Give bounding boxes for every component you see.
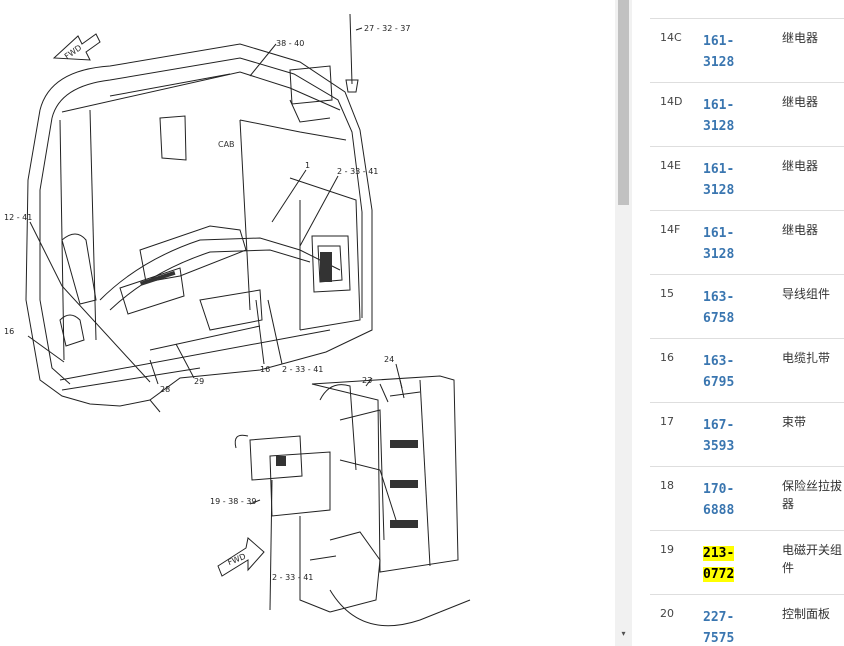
part-description: 控制面板 [782, 607, 831, 621]
fwd-label-bottom: FWD [226, 552, 247, 567]
parts-row: 20 227- 7575 控制面板 [650, 594, 844, 646]
parts-row: 14F 161- 3128 继电器 [650, 210, 844, 275]
part-ref: 14C [660, 31, 682, 44]
parts-row: 18 170- 6888 保险丝拉拔器 [650, 466, 844, 531]
part-ref: 17 [660, 415, 674, 428]
part-number-line: 3128 [703, 119, 735, 134]
callout-1: 1 [305, 161, 310, 170]
exploded-diagram: FWD FWD CAB 27 - 32 - 37 38 - 40 1 2 - 3… [4, 13, 471, 627]
part-number-link[interactable]: 170- 6888 [703, 479, 739, 521]
scrollbar-thumb[interactable] [618, 0, 629, 205]
part-number-line: 213- [703, 546, 735, 561]
parts-list: 14C 161- 3128 继电器 14D 161- 3128 继电器 14E 161- 3128 继… [632, 0, 844, 646]
part-ref: 14F [660, 223, 681, 236]
part-number-link[interactable]: 161- 3128 [703, 223, 739, 265]
part-number-line: 163- [703, 290, 735, 305]
part-number-line: 6888 [703, 503, 735, 518]
part-number-link[interactable]: 163- 6758 [703, 287, 739, 329]
part-number-line: 170- [703, 482, 735, 497]
part-number-line: 161- [703, 98, 735, 113]
part-number-link[interactable]: 227- 7575 [703, 607, 739, 646]
fwd-arrow-bottom-icon [217, 537, 265, 577]
part-description: 继电器 [782, 159, 819, 173]
callout-28: 28 [160, 385, 170, 394]
callout-12-41: 12 - 41 [4, 213, 32, 222]
callout-2-33-41-bottom: 2 - 33 - 41 [272, 573, 313, 582]
part-number-line: 6795 [703, 375, 735, 390]
part-description: 导线组件 [782, 287, 831, 301]
part-number-line: 161- [703, 226, 735, 241]
part-ref: 15 [660, 287, 674, 300]
part-description: 电磁开关组件 [782, 543, 843, 575]
part-number-line: 167- [703, 418, 735, 433]
part-number-line: 227- [703, 610, 735, 625]
parts-row: 14D 161- 3128 继电器 [650, 82, 844, 147]
part-number-line: 3128 [703, 55, 735, 70]
antenna [349, 13, 353, 85]
part-number-link[interactable]: 163- 6795 [703, 351, 739, 393]
part-number-link[interactable]: 161- 3128 [703, 95, 739, 137]
cab-label: CAB [218, 140, 235, 149]
callout-29: 29 [194, 377, 204, 386]
parts-row: 17 167- 3593 束带 [650, 402, 844, 467]
callout-27-32-37: 27 - 32 - 37 [364, 24, 410, 33]
part-ref: 20 [660, 607, 674, 620]
part-number-link-highlighted[interactable]: 213- 0772 [703, 543, 739, 585]
parts-row: 15 163- 6758 导线组件 [650, 274, 844, 339]
solenoid-relay [249, 435, 303, 481]
part-number-line: 3128 [703, 183, 735, 198]
part-ref: 14E [660, 159, 681, 172]
fwd-label-top: FWD [63, 43, 83, 61]
part-description: 继电器 [782, 95, 819, 109]
diagram-drawing: FWD FWD CAB 27 - 32 - 37 38 - 40 1 2 - 3… [4, 13, 471, 627]
part-description: 继电器 [782, 223, 819, 237]
callout-19-38-39: 19 - 38 - 39 [210, 497, 256, 506]
callout-23: 23 [362, 376, 372, 385]
part-number-line: 7575 [703, 631, 735, 646]
parts-row: 16 163- 6795 电缆扎带 [650, 338, 844, 403]
part-description: 电缆扎带 [782, 351, 831, 365]
part-ref: 14D [660, 95, 683, 108]
part-number-link[interactable]: 161- 3128 [703, 31, 739, 73]
part-description: 继电器 [782, 31, 819, 45]
callout-16-left: 16 [4, 327, 14, 336]
parts-row: 14E 161- 3128 继电器 [650, 146, 844, 211]
callout-16-mid: 16 [260, 365, 270, 374]
fwd-arrow-top-icon [52, 33, 101, 61]
callout-2-33-41-mid: 2 - 33 - 41 [282, 365, 323, 374]
scrollbar[interactable]: ▾ [615, 0, 632, 646]
part-ref: 16 [660, 351, 674, 364]
part-number-line: 163- [703, 354, 735, 369]
part-number-line: 0772 [703, 567, 735, 582]
part-number-line: 161- [703, 34, 735, 49]
part-number-link[interactable]: 167- 3593 [703, 415, 739, 457]
callout-2-33-41-top: 2 - 33 - 41 [337, 167, 378, 176]
part-number-line: 3128 [703, 247, 735, 262]
part-number-line: 6758 [703, 311, 735, 326]
parts-row: 14C 161- 3128 继电器 [650, 18, 844, 83]
part-number-line: 161- [703, 162, 735, 177]
parts-row: 19 213- 0772 电磁开关组件 [650, 530, 844, 595]
scroll-down-icon[interactable]: ▾ [621, 629, 626, 638]
part-description: 保险丝拉拔器 [782, 479, 843, 511]
part-description: 束带 [782, 415, 807, 429]
part-number-line: 3593 [703, 439, 735, 454]
callout-38-40: 38 - 40 [276, 39, 304, 48]
callout-24: 24 [384, 355, 394, 364]
part-number-link[interactable]: 161- 3128 [703, 159, 739, 201]
part-ref: 18 [660, 479, 674, 492]
part-ref: 19 [660, 543, 674, 556]
